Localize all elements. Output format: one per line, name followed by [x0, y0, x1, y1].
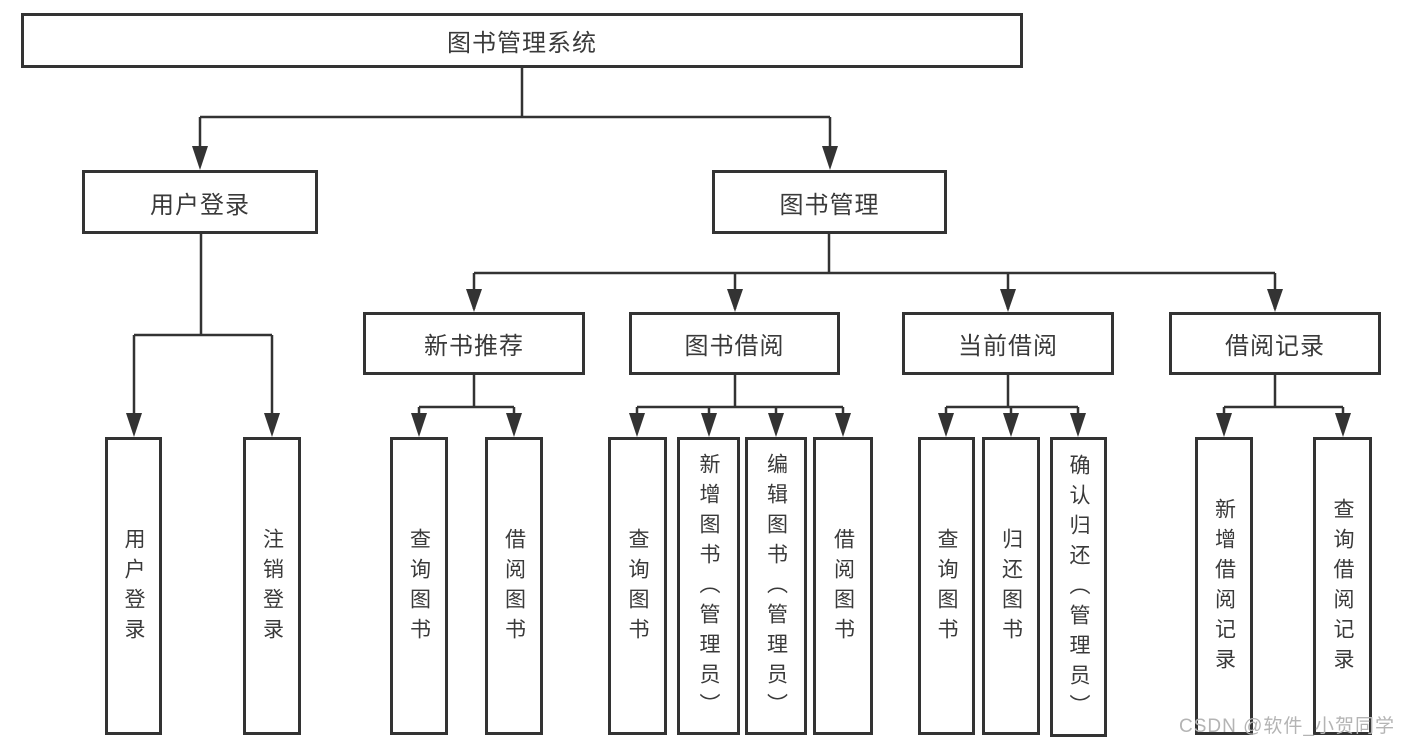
node-return-book: 归还图书 — [982, 437, 1040, 735]
node-add-borrow-record: 新增借阅记录 — [1195, 437, 1253, 735]
connector-book-borrowing — [629, 375, 851, 437]
connector-borrow-records — [1216, 375, 1351, 437]
connector-new-book — [411, 375, 522, 437]
node-library-system: 图书管理系统 — [21, 13, 1023, 68]
node-query-book-3: 查询图书 — [918, 437, 975, 735]
watermark: CSDN @软件_小贺同学 — [1179, 716, 1395, 737]
connector-current-borrowing — [938, 375, 1086, 437]
node-current-borrowing: 当前借阅 — [902, 312, 1114, 375]
node-edit-book-admin: 编辑图书（管理员） — [745, 437, 807, 735]
node-query-book-2: 查询图书 — [608, 437, 667, 735]
node-user-login: 用户登录 — [82, 170, 318, 234]
connector-book-management — [466, 234, 1283, 312]
node-confirm-return-admin: 确认归还（管理员） — [1050, 437, 1107, 737]
node-add-book-admin: 新增图书（管理员） — [677, 437, 740, 735]
node-borrow-book-2: 借阅图书 — [813, 437, 873, 735]
connector-root — [192, 68, 838, 170]
node-logout: 注销登录 — [243, 437, 301, 735]
connector-user-login — [126, 234, 280, 437]
node-book-borrowing: 图书借阅 — [629, 312, 840, 375]
node-user-login-leaf: 用户登录 — [105, 437, 162, 735]
node-borrow-book-1: 借阅图书 — [485, 437, 543, 735]
node-query-borrow-record: 查询借阅记录 — [1313, 437, 1372, 735]
node-query-book-1: 查询图书 — [390, 437, 448, 735]
node-book-management: 图书管理 — [712, 170, 947, 234]
node-borrow-records: 借阅记录 — [1169, 312, 1381, 375]
node-new-book-recommend: 新书推荐 — [363, 312, 585, 375]
